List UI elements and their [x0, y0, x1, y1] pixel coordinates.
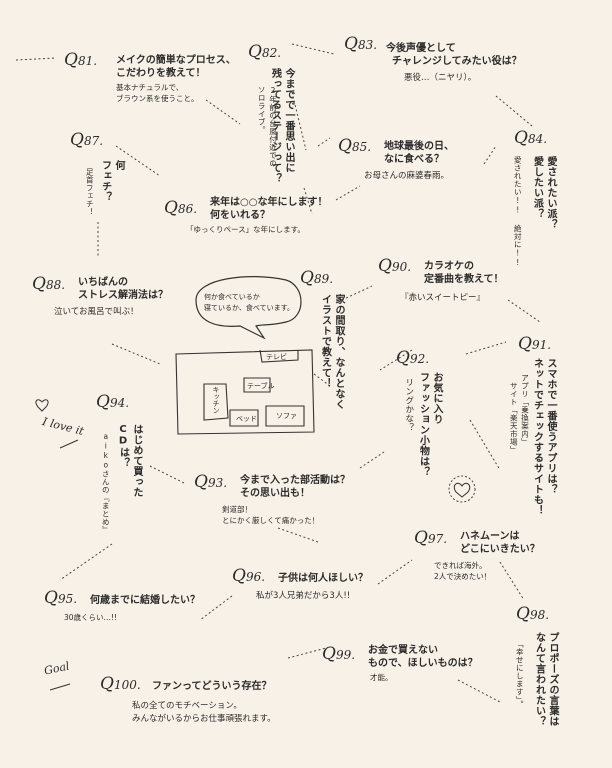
- question-81: メイクの簡単なプロセス、こだわりを教えて！: [116, 55, 236, 80]
- room-label-kitchen: キッチン: [212, 386, 220, 414]
- answer-97: できれば海外。2人で決めたい！: [434, 561, 492, 582]
- heart-icon: [35, 399, 49, 412]
- question-number-87: Q87.: [70, 130, 104, 150]
- question-number-89: Q89.: [300, 268, 334, 288]
- question-85: 地球最後の日、なに食べる？: [384, 141, 454, 166]
- question-number-99: Q99.: [322, 644, 356, 664]
- question-96: 子供は何人ほしい？: [278, 573, 368, 584]
- question-number-90: Q90.: [378, 256, 412, 276]
- question-98: プロポーズの言葉はなんて言われたい？: [533, 632, 559, 727]
- answer-90: 『赤いスイートピー』: [400, 293, 486, 303]
- question-88: いちばんのストレス解消法は？: [78, 277, 168, 302]
- answer-96: 私が3人兄弟だから3人!!: [256, 591, 351, 601]
- answer-81: 基本ナチュラルで、ブラウン系を使うこと。: [116, 83, 199, 104]
- question-95: 何歳までに結婚したい？: [90, 595, 200, 606]
- answer-88: 泣いてお風呂で叫ぶ！: [54, 307, 139, 317]
- question-89: 家の間取り、なんとなくイラストで教えて！: [319, 294, 345, 410]
- question-number-88: Q88.: [32, 274, 66, 294]
- answer-94: aikoさんの『まとめ』: [101, 432, 111, 534]
- question-number-95: Q95.: [44, 588, 78, 608]
- question-number-97: Q97.: [414, 528, 448, 548]
- answer-87: 足首フェチ！: [85, 168, 95, 216]
- answer-83: 悪役…（ニヤリ）。: [404, 73, 477, 83]
- answer-95: 30歳くらい…!!: [64, 613, 118, 622]
- question-number-98: Q98.: [516, 604, 550, 624]
- question-number-86: Q86.: [164, 198, 198, 218]
- question-90: カラオケの定番曲を教えて！: [424, 261, 504, 286]
- answer-82: 2年前の台風付近でのソロライブ。: [257, 86, 278, 168]
- question-93: 今まで入った部活動は？その思い出も！: [240, 475, 350, 500]
- speech-bubble-text: 何か食べているか寝ているか、食べています。: [204, 293, 294, 312]
- room-label-tv: テレビ: [266, 353, 287, 361]
- question-number-82: Q82.: [248, 42, 282, 62]
- answer-85: お母さんの麻婆春雨。: [364, 171, 450, 181]
- answer-93: 剣道部！とにかく厳しくて痛かった！: [222, 505, 320, 526]
- question-number-96: Q96.: [232, 566, 266, 586]
- room-label-table: テーブル: [247, 382, 275, 390]
- question-number-84: Q84.: [514, 128, 548, 148]
- question-number-93: Q93.: [194, 472, 228, 492]
- answer-84: 愛されたい!! 絶対に!!: [513, 156, 523, 268]
- question-100: ファンってどういう存在？: [152, 681, 272, 692]
- answer-92: リングかな？: [403, 378, 414, 432]
- question-number-94: Q94.: [96, 392, 130, 412]
- question-91: スマホで一番使うアプリは？ネットでチェックするサイトも！: [531, 358, 557, 516]
- question-84: 愛されたい派？愛したい派？: [531, 156, 557, 230]
- question-number-81: Q81.: [64, 50, 98, 70]
- room-label-sofa: ソファ: [276, 412, 297, 420]
- answer-86: 「ゆっくりペース」な年にします。: [186, 225, 305, 234]
- answer-91: アプリ「乗換案内」サイト「楽天市場」: [509, 374, 530, 454]
- answer-100: 私の全てのモチベーション。みんながいるからお仕事頑張れます。: [132, 701, 276, 724]
- question-number-92: Q92.: [396, 348, 430, 368]
- question-number-91: Q91.: [518, 334, 552, 354]
- floor-plan: [175, 349, 315, 435]
- answer-98: 「幸せにします」。: [515, 640, 525, 709]
- question-number-100: Q100.: [100, 674, 141, 694]
- question-83: 今後声優としてチャレンジしてみたい役は？: [386, 43, 522, 68]
- question-86: 来年は○○な年にします！何をいれる？: [210, 197, 328, 222]
- room-label-bed: ベッド: [236, 415, 257, 423]
- question-92: お気に入りファッション小物は？: [417, 372, 443, 477]
- speech-bubble: [195, 276, 302, 340]
- question-87: 何フェチ？: [99, 160, 125, 202]
- question-number-83: Q83.: [344, 34, 378, 54]
- question-82: 今までで一番思い出に残ってるステージって？: [269, 68, 295, 184]
- question-99: お金で買えないもので、ほしいものは？: [368, 645, 478, 670]
- question-number-85: Q85.: [338, 136, 372, 156]
- heart-icon: [453, 482, 471, 498]
- question-97: ハネムーンはどこにいきたい？: [460, 531, 540, 556]
- answer-99: 才能。: [370, 673, 393, 682]
